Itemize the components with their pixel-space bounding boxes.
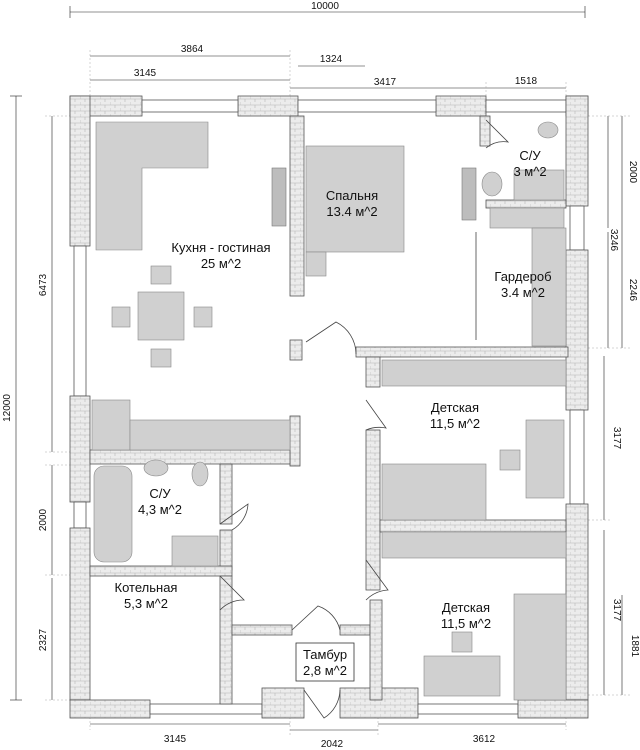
dim-top-1518: 1518: [515, 76, 538, 87]
dim-right-3177-top: 3177: [611, 427, 622, 450]
nightstand: [305, 251, 327, 277]
kids-chair-bottom: [451, 631, 473, 653]
bedroom-radiator: [271, 167, 287, 227]
kids-wardrobe-top: [381, 359, 567, 387]
dim-top-3145: 3145: [134, 68, 157, 79]
chair-right: [193, 306, 213, 328]
room-boiler-area: 5,3 м^2: [124, 596, 168, 611]
dining-table: [137, 291, 185, 341]
kids-desk-top: [525, 419, 565, 499]
room-bath-top-area: 3 м^2: [513, 164, 546, 179]
room-wardrobe-area: 3.4 м^2: [501, 285, 545, 300]
inner-walls: [89, 115, 569, 705]
dim-bottom-2042: 2042: [321, 739, 344, 750]
furniture: [91, 121, 567, 701]
dim-left-2000: 2000: [38, 508, 49, 531]
dim-top-3864: 3864: [181, 44, 204, 55]
toilet-left: [191, 461, 209, 487]
room-boiler-name: Котельная: [115, 580, 178, 595]
bed: [305, 145, 405, 253]
room-bath-left-area: 4,3 м^2: [138, 502, 182, 517]
room-vestibule-area: 2,8 м^2: [303, 663, 347, 678]
doors: [219, 119, 510, 719]
room-vestibule-name: Тамбур: [303, 647, 347, 662]
cabinet: [91, 399, 131, 451]
shower: [513, 169, 565, 201]
room-kitchen-name: Кухня - гостиная: [171, 240, 270, 255]
room-kids-top-name: Детская: [431, 400, 479, 415]
dim-right-1881: 1881: [629, 635, 640, 658]
dim-bottom-3612: 3612: [473, 734, 496, 745]
dim-left-2327: 2327: [38, 628, 49, 651]
toilet-top: [481, 171, 503, 197]
kids-bed-top: [381, 463, 487, 521]
dim-top-1324: 1324: [320, 54, 343, 65]
room-labels: Кухня - гостиная 25 м^2 Спальня 13.4 м^2…: [115, 148, 552, 682]
room-bath-left-name: С/У: [149, 486, 171, 501]
dimension-lines: [10, 6, 630, 736]
wardrobe-radiator: [461, 167, 477, 221]
kids-desk-bottom: [423, 655, 501, 697]
room-bedroom-area: 13.4 м^2: [326, 204, 377, 219]
room-kids-top-area: 11,5 м^2: [430, 416, 480, 431]
dim-right-3177-bottom: 3177: [611, 599, 622, 622]
chair-top: [150, 265, 172, 285]
wardrobe-shelf-top: [489, 207, 565, 229]
wardrobe-shelf-right: [531, 227, 567, 347]
bathtub: [93, 465, 133, 563]
chair-left: [111, 306, 131, 328]
dim-top-total: 10000: [311, 1, 339, 12]
dim-right-2246: 2246: [627, 279, 638, 302]
room-kids-bottom-area: 11,5 м^2: [441, 616, 491, 631]
room-wardrobe-name: Гардероб: [494, 269, 551, 284]
washing-machine: [171, 535, 219, 567]
kids-bed-bottom: [513, 593, 567, 701]
room-bath-top-name: С/У: [519, 148, 541, 163]
room-kids-bottom-name: Детская: [442, 600, 490, 615]
sink-left: [143, 459, 169, 477]
dim-top-3417: 3417: [374, 77, 397, 88]
kids-chair-top: [499, 449, 521, 471]
kids-wardrobe-bottom: [381, 531, 567, 559]
dim-right-3246: 3246: [608, 229, 619, 252]
dim-left-total: 12000: [2, 394, 13, 422]
sink-top: [537, 121, 559, 139]
room-kitchen-area: 25 м^2: [201, 256, 241, 271]
vestibule-label-box: [295, 642, 355, 682]
dim-bottom-3145: 3145: [164, 734, 187, 745]
dim-left-6473: 6473: [38, 273, 49, 296]
kitchen-counter: [95, 121, 209, 251]
chair-bottom: [150, 348, 172, 368]
outer-walls: [69, 95, 589, 719]
room-bedroom-name: Спальня: [326, 188, 378, 203]
dim-right-2000: 2000: [627, 161, 638, 184]
sofa: [129, 419, 291, 451]
